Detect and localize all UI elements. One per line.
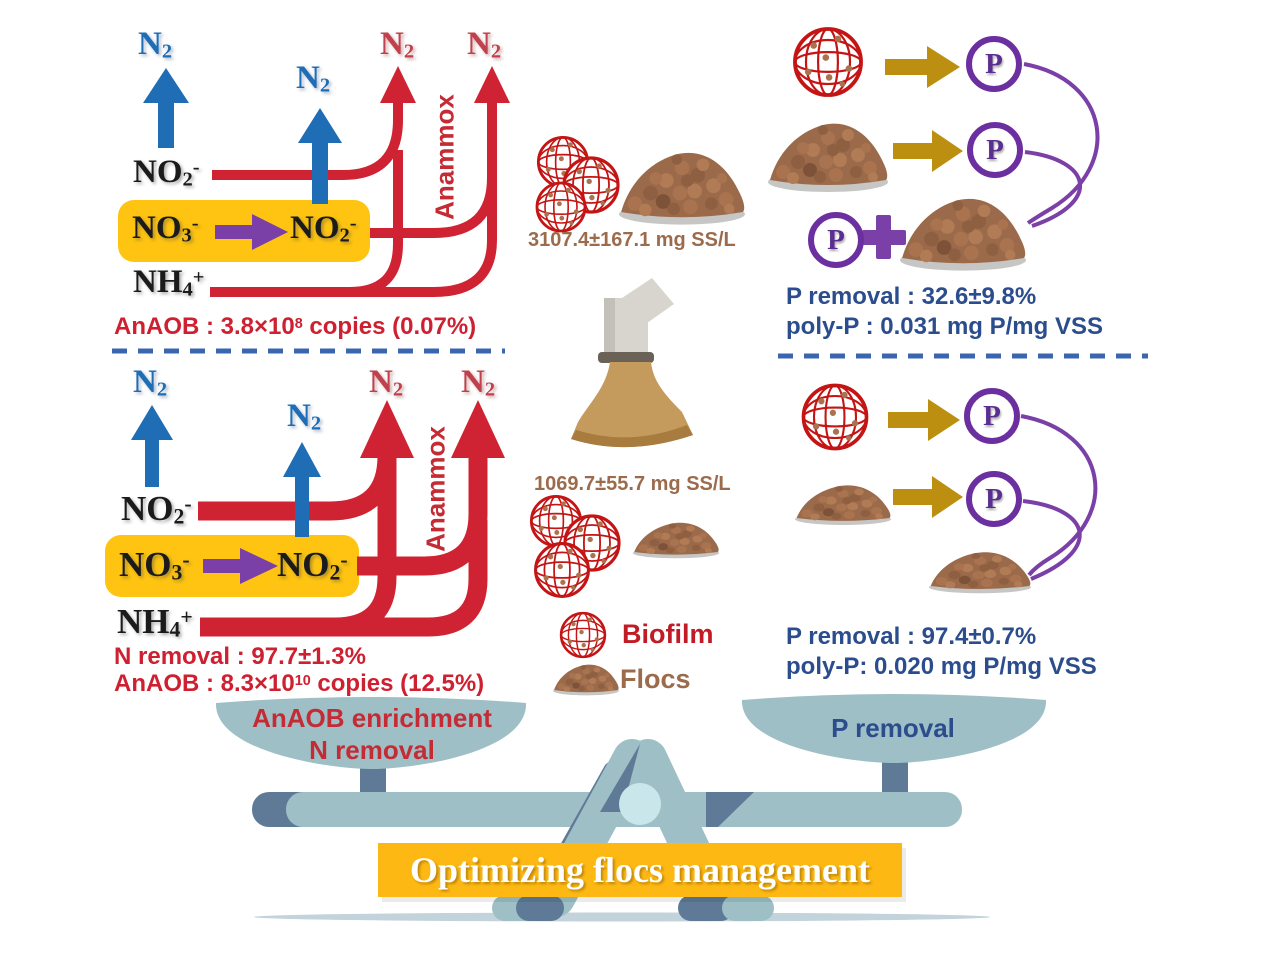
legend-biofilm-label: Biofilm — [622, 619, 714, 649]
bottom-purple-reduction-arrow — [203, 548, 278, 584]
p-circle-bottom-2: P — [966, 471, 1022, 527]
right-pan — [741, 694, 1047, 763]
banner-title: Optimizing flocs management — [378, 843, 902, 897]
p-circle-top-2: P — [967, 122, 1023, 178]
p-circle-top-1: P — [966, 36, 1022, 92]
right-top-floc-icon — [768, 123, 888, 192]
n2-label-top-4: N2 — [467, 26, 502, 63]
left-pan-label-2: N removal — [309, 735, 435, 765]
n2-label-top-3: N2 — [380, 26, 415, 63]
no3-label-bottom: NO3- — [119, 545, 190, 585]
right-bottom-floc2-icon — [929, 552, 1031, 594]
p-circle-top-3: P — [808, 212, 864, 268]
no3-label-top: NO3- — [132, 210, 199, 247]
top-red-arrowheads — [380, 66, 510, 103]
right-top-link-curves — [1023, 62, 1100, 228]
floc-small-middle-icon — [632, 522, 720, 559]
p-removal-stat-bottom: P removal : 97.4±0.7% — [786, 623, 1037, 650]
bottom-blue-n2-arrows — [131, 405, 321, 537]
n2-label-top-2: N2 — [296, 60, 331, 97]
legend-flocs-icon — [553, 664, 619, 696]
right-foot — [678, 895, 734, 921]
n2-label-bottom-4: N2 — [461, 364, 496, 401]
floc-pile-top-icon — [619, 152, 745, 225]
top-purple-reduction-arrow — [215, 214, 288, 250]
left-pan — [215, 697, 527, 769]
no2-label-top: NO2- — [133, 154, 200, 191]
biofilm-cluster-bottom-icon — [529, 494, 621, 598]
p-circle-bottom-1: P — [964, 388, 1020, 444]
right-bottom-gold-arrows — [888, 399, 963, 518]
n2-label-bottom-1: N2 — [133, 364, 168, 401]
top-red-flow-arrows — [210, 100, 497, 297]
anammox-label-top: Anammox — [429, 94, 460, 220]
right-bottom-biofilm-icon — [801, 383, 869, 451]
legend-biofilm-icon — [559, 611, 607, 659]
anammox-label-bottom: Anammox — [420, 426, 451, 552]
n2-label-bottom-2: N2 — [287, 398, 322, 435]
n-removal-stat: N removal : 97.7±1.3% — [114, 643, 366, 670]
biofilm-cluster-top-icon — [535, 135, 620, 233]
nh4-label-bottom: NH4+ — [117, 602, 193, 642]
no2-label-bottom: NO2- — [121, 489, 192, 529]
top-blue-n2-arrows — [143, 68, 342, 204]
right-bottom-link-curves — [1020, 414, 1098, 581]
right-top-floc2-icon — [900, 198, 1026, 271]
no2-product-label-bottom: NO2- — [277, 545, 348, 585]
poly-p-stat-bottom: poly-P: 0.020 mg P/mg VSS — [786, 653, 1097, 680]
anaob-copies-top: AnAOB : 3.8×108 copies (0.07%) — [114, 313, 477, 340]
no2-product-label-top: NO2- — [290, 210, 357, 247]
bottom-red-arrowheads — [360, 400, 505, 458]
right-top-biofilm-icon — [793, 27, 863, 97]
p-removal-stat-top: P removal : 32.6±9.8% — [786, 283, 1037, 310]
right-pan-label: P removal — [831, 713, 955, 743]
plus-icon — [862, 215, 906, 259]
legend-flocs-label: Flocs — [620, 664, 691, 694]
anaob-copies-bottom: AnAOB : 8.3×1010 copies (12.5%) — [114, 670, 485, 697]
ss-concentration-bottom: 1069.7±55.7 mg SS/L — [534, 473, 731, 495]
sludge-discharge-icon — [571, 278, 693, 448]
ss-concentration-top: 3107.4±167.1 mg SS/L — [528, 229, 736, 251]
right-top-gold-arrows — [885, 46, 963, 172]
right-bottom-floc-icon — [795, 485, 891, 525]
left-pan-label-1: AnAOB enrichment — [252, 703, 492, 733]
pivot-circle — [619, 783, 661, 825]
n2-label-top-1: N2 — [138, 26, 173, 63]
n2-label-bottom-3: N2 — [369, 364, 404, 401]
poly-p-stat-top: poly-P : 0.031 mg P/mg VSS — [786, 313, 1103, 340]
nh4-label-top: NH4+ — [133, 264, 205, 301]
ground-shadow — [254, 912, 990, 922]
bottom-red-flow-arrows — [198, 450, 488, 637]
